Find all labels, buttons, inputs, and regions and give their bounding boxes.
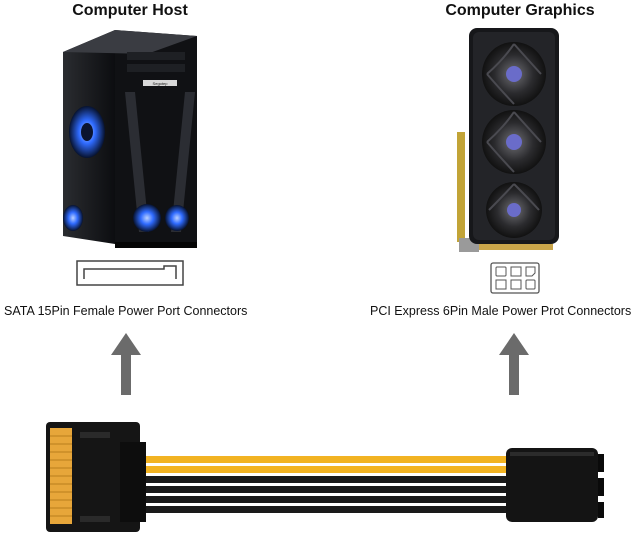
pcie-connector-caption: PCI Express 6Pin Male Power Prot Connect…	[370, 304, 632, 318]
computer-graphics-title: Computer Graphics	[445, 2, 595, 19]
right-up-arrow-icon	[499, 333, 529, 395]
sata-to-pcie-cable-image	[46, 422, 604, 532]
left-up-arrow-icon	[111, 333, 141, 395]
computer-case-image: Segotep	[63, 30, 197, 248]
computer-host-title: Computer Host	[72, 2, 188, 19]
sata-connector-caption: SATA 15Pin Female Power Port Connectors	[4, 304, 248, 318]
cable-wires	[130, 456, 510, 513]
case-brand-text: Segotep	[153, 81, 169, 86]
graphics-card-image	[457, 28, 559, 252]
pcie-6pin-plug	[506, 448, 604, 522]
sata-port-icon	[76, 260, 184, 286]
pcie-6pin-port-icon	[490, 262, 540, 294]
sata-plug	[46, 422, 146, 532]
